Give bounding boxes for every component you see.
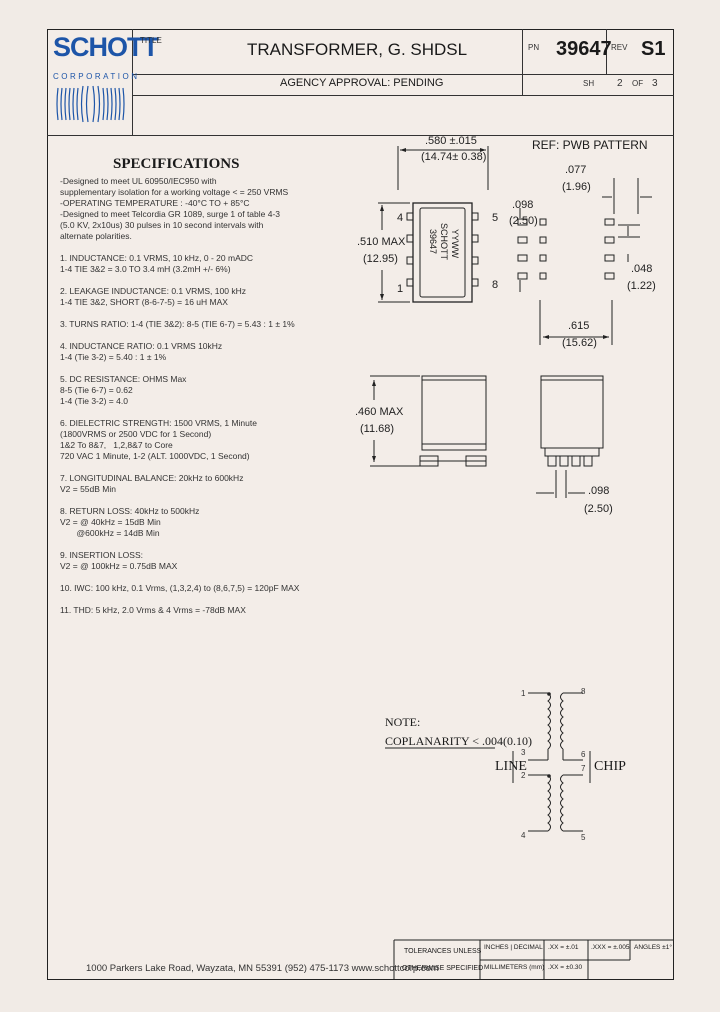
spec-line: 7. LONGITUDINAL BALANCE: 20kHz to 600kHz bbox=[60, 473, 244, 483]
pn-label: PN bbox=[528, 43, 540, 52]
spec-line: -Designed to meet UL 60950/IEC950 with bbox=[60, 176, 217, 186]
spec-line: @600kHz = 14dB Min bbox=[60, 528, 160, 538]
spec-line: V2 = 55dB Min bbox=[60, 484, 116, 494]
pwb-077-dim-mm: (1.96) bbox=[562, 181, 591, 193]
millimeters-label: MILLIMETERS (mm) bbox=[484, 964, 545, 971]
pwb-098-dim: .098 bbox=[512, 199, 534, 211]
pin-5-label: 5 bbox=[492, 212, 499, 224]
drawing-sheet bbox=[47, 29, 674, 980]
tolerance-label-2: OTHERWISE SPECIFIED bbox=[402, 965, 484, 972]
tolerance-xxx: .XXX = ±.005 bbox=[591, 944, 630, 951]
specifications-heading: SPECIFICATIONS bbox=[113, 156, 240, 172]
sch-pin-4: 4 bbox=[521, 831, 526, 840]
sheet-of: OF bbox=[632, 79, 644, 88]
document-title: TRANSFORMER, G. SHDSL bbox=[247, 40, 468, 59]
marking-part-number: 39647 bbox=[428, 229, 438, 255]
sch-pin-1: 1 bbox=[521, 689, 526, 698]
spec-line: 1-4 (Tie 3-2) = 5.40 : 1 ± 1% bbox=[60, 352, 167, 362]
top-width-dim: .580 ±.015 bbox=[425, 135, 477, 147]
rev-label: REV bbox=[611, 43, 628, 52]
tolerance-angles: ANGLES ±1° bbox=[634, 944, 672, 951]
sheet-total: 3 bbox=[652, 78, 658, 89]
sch-pin-8: 8 bbox=[581, 687, 586, 696]
pwb-pattern-title: REF: PWB PATTERN bbox=[532, 138, 648, 152]
spec-line: 6. DIELECTRIC STRENGTH: 1500 VRMS, 1 Min… bbox=[60, 418, 257, 428]
pwb-048-dim-mm: (1.22) bbox=[627, 280, 656, 292]
pin-4-label: 4 bbox=[397, 212, 404, 224]
spec-line: 10. IWC: 100 kHz, 0.1 Vrms, (1,3,2,4) to… bbox=[60, 583, 300, 593]
spec-line: 5. DC RESISTANCE: OHMS Max bbox=[60, 374, 187, 384]
pwb-048-dim: .048 bbox=[631, 263, 653, 275]
spec-line: 11. THD: 5 kHz, 2.0 Vrms & 4 Vrms = -78d… bbox=[60, 605, 246, 615]
company-logo-subtitle: CORPORATION bbox=[53, 72, 140, 81]
side-height-dim-mm: (12.95) bbox=[363, 253, 398, 265]
marking-datecode: YYWW bbox=[450, 229, 460, 258]
spec-line: supplementary isolation for a working vo… bbox=[60, 187, 289, 197]
spec-line: 2. LEAKAGE INDUCTANCE: 0.1 VRMS, 100 kHz bbox=[60, 286, 246, 296]
sch-pin-7: 7 bbox=[581, 764, 586, 773]
sch-pin-6: 6 bbox=[581, 750, 586, 759]
sch-pin-3: 3 bbox=[521, 748, 526, 757]
tolerance-xx: .XX = ±.01 bbox=[548, 944, 579, 951]
spec-line: 1&2 To 8&7, 1,2,8&7 to Core bbox=[60, 440, 173, 450]
spec-line: -Designed to meet Telcordia GR 1089, sur… bbox=[60, 209, 281, 219]
pwb-098-dim-mm: (2.50) bbox=[509, 215, 538, 227]
spec-line: V2 = @ 100kHz = 0.75dB MAX bbox=[60, 561, 178, 571]
company-logo: SCHOTT bbox=[53, 32, 159, 62]
inches-label: INCHES | DECIMAL bbox=[484, 944, 543, 951]
part-marking: 39647 SCHOTT YYWW bbox=[423, 215, 463, 290]
line-side-label: LINE bbox=[495, 759, 527, 774]
spec-line: 1. INDUCTANCE: 0.1 VRMS, 10 kHz, 0 - 20 … bbox=[60, 253, 254, 263]
pwb-615-dim-mm: (15.62) bbox=[562, 337, 597, 349]
sch-pin-5: 5 bbox=[581, 833, 586, 842]
agency-approval: AGENCY APPROVAL: PENDING bbox=[280, 77, 444, 89]
spec-line: (1800VRMS or 2500 VDC for 1 Second) bbox=[60, 429, 212, 439]
spec-line: (5.0 KV, 2x10us) 30 pulses in 10 second … bbox=[60, 220, 264, 230]
tolerance-label-1: TOLERANCES UNLESS bbox=[404, 948, 482, 955]
sch-pin-2: 2 bbox=[521, 771, 526, 780]
pwb-615-dim: .615 bbox=[568, 320, 590, 332]
company-address: 1000 Parkers Lake Road, Wayzata, MN 5539… bbox=[86, 963, 439, 974]
top-width-dim-mm: (14.74± 0.38) bbox=[421, 151, 487, 163]
tolerance-mm: .XX = ±0.30 bbox=[548, 964, 583, 971]
chip-side-label: CHIP bbox=[594, 759, 626, 774]
coplanarity-note: COPLANARITY < .004(0.10) bbox=[385, 734, 532, 748]
spec-line: 8. RETURN LOSS: 40kHz to 500kHz bbox=[60, 506, 200, 516]
sheet-number: 2 bbox=[617, 78, 623, 89]
revision: S1 bbox=[641, 38, 666, 60]
pwb-077-dim: .077 bbox=[565, 164, 587, 176]
spec-line: -OPERATING TEMPERATURE : -40°C TO + 85°C bbox=[60, 198, 250, 208]
lead-098-dim-mm: (2.50) bbox=[584, 503, 613, 515]
note-label: NOTE: bbox=[385, 715, 421, 729]
lead-098-dim: .098 bbox=[588, 485, 610, 497]
side-height-dim: .510 MAX bbox=[357, 236, 406, 248]
spec-line: V2 = @ 40kHz = 15dB Min bbox=[60, 517, 161, 527]
body-height-dim-mm: (11.68) bbox=[360, 423, 395, 435]
pin-8-label: 8 bbox=[492, 279, 499, 291]
spec-line: 4. INDUCTANCE RATIO: 0.1 VRMS 10kHz bbox=[60, 341, 223, 351]
spec-line: 8-5 (Tie 6-7) = 0.62 bbox=[60, 385, 133, 395]
body-height-dim: .460 MAX bbox=[355, 406, 404, 418]
part-number: 39647 bbox=[556, 38, 612, 60]
marking-brand: SCHOTT bbox=[439, 223, 449, 260]
spec-line: 1-4 (Tie 3-2) = 4.0 bbox=[60, 396, 128, 406]
spec-line: 1-4 TIE 3&2, SHORT (8-6-7-5) = 16 uH MAX bbox=[60, 297, 228, 307]
spec-line: 9. INSERTION LOSS: bbox=[60, 550, 143, 560]
title-label: TITLE bbox=[140, 36, 162, 45]
sheet-label: SH bbox=[583, 79, 595, 88]
spec-line: 3. TURNS RATIO: 1-4 (TIE 3&2): 8-5 (TIE … bbox=[60, 319, 295, 329]
spec-line: 1-4 TIE 3&2 = 3.0 TO 3.4 mH (3.2mH +/- 6… bbox=[60, 264, 231, 274]
spec-line: 720 VAC 1 Minute, 1-2 (ALT. 1000VDC, 1 S… bbox=[60, 451, 250, 461]
spec-line: alternate polarities. bbox=[60, 231, 132, 241]
pin-1-label: 1 bbox=[397, 283, 404, 295]
